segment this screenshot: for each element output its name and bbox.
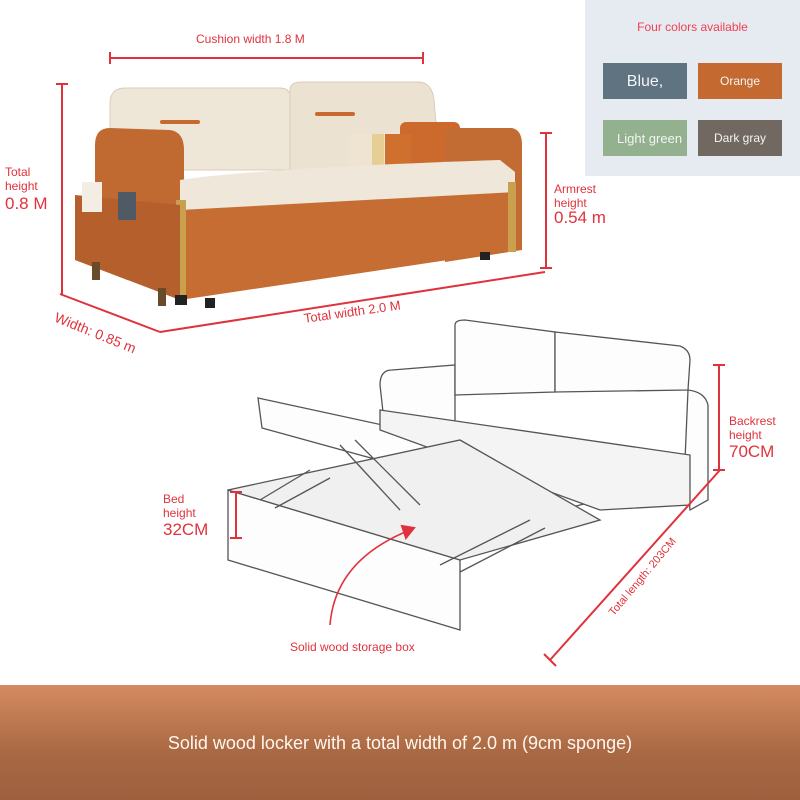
footer-banner: Solid wood locker with a total width of … <box>0 685 800 800</box>
armrest-height-label: Armrest height <box>554 182 596 210</box>
bed-height-label: Bed height <box>163 492 196 520</box>
total-height-value: 0.8 M <box>5 194 48 213</box>
footer-caption: Solid wood locker with a total width of … <box>167 733 633 753</box>
swatch-orange[interactable]: Orange <box>698 63 782 99</box>
armrest-height-value: 0.54 m <box>554 208 606 227</box>
color-options-panel: Four colors available Blue, Orange Light… <box>585 0 800 176</box>
swatch-dark-gray[interactable]: Dark gray <box>698 120 782 156</box>
backrest-height-label: Backrest height <box>729 414 776 442</box>
storage-box-callout: Solid wood storage box <box>290 640 415 654</box>
backrest-height-value: 70CM <box>729 442 775 461</box>
total-height-label: Total height <box>5 165 38 193</box>
swatch-blue[interactable]: Blue, <box>603 63 687 99</box>
color-panel-title: Four colors available <box>637 20 748 34</box>
bed-height-value: 32CM <box>163 520 209 539</box>
swatch-light-green[interactable]: Light green <box>603 120 687 156</box>
cushion-width-label: Cushion width 1.8 M <box>196 32 305 46</box>
